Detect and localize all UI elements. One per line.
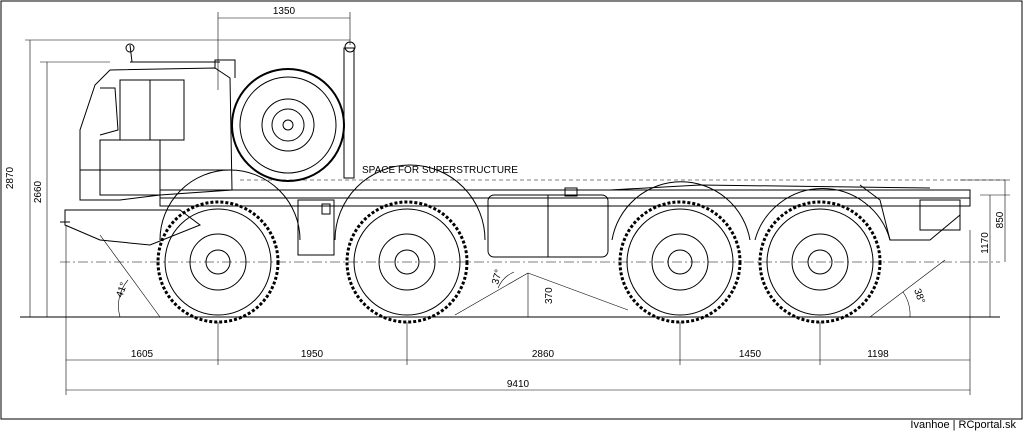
credit-text: Ivanhoe | RCportal.sk: [910, 419, 1016, 431]
dim-right-heights: 850 1170: [960, 179, 1010, 317]
battery-box: [297, 199, 335, 256]
dim-axle-spacing-2-label: 2860: [532, 349, 555, 360]
dim-top-width: 1350: [217, 6, 351, 90]
chassis-frame: [159, 184, 971, 241]
ground-clearance-label: 370: [544, 287, 555, 304]
truck-cab: [60, 43, 236, 246]
approach-angle-label: 41°: [114, 281, 130, 299]
dim-1170-label: 1170: [980, 232, 991, 254]
dim-cab-height-label: 2660: [33, 180, 44, 203]
mudguards: [159, 164, 891, 241]
drawing-frame: [0, 0, 1023, 420]
dim-850-label: 850: [995, 211, 1006, 228]
dim-axle-spacing-1-label: 1950: [301, 349, 324, 360]
breakover-angle-label: 37°: [490, 268, 505, 285]
dim-bottom-spacings: 1605 1950 2860 1450 1198: [65, 225, 971, 395]
departure-angle-label: 38°: [911, 287, 927, 305]
wheel-axle-3: [618, 200, 742, 324]
exhaust-pipe: [343, 41, 356, 179]
dim-top-width-label: 1350: [273, 6, 296, 17]
superstructure-label: SPACE FOR SUPERSTRUCTURE: [362, 165, 518, 176]
dim-front-overhang-label: 1605: [131, 349, 154, 360]
spare-wheel: [231, 68, 345, 182]
departure-angle: 38°: [869, 259, 946, 318]
wheel-axle-1: [156, 200, 280, 324]
fuel-tank: [487, 187, 609, 258]
dim-overall-height-label: 2870: [5, 166, 16, 189]
dim-left-heights: 2870 2660: [5, 39, 350, 317]
dim-rear-overhang-label: 1198: [867, 349, 889, 360]
breakover-angle: 37° 370: [454, 268, 629, 317]
approach-angle: 41°: [99, 234, 161, 318]
wheel-axle-2: [345, 200, 469, 324]
dim-overall-length-label: 9410: [507, 379, 530, 390]
wheel-axle-4: [758, 200, 882, 324]
dim-axle-spacing-3-label: 1450: [739, 349, 762, 360]
dim-overall-length: 9410: [66, 379, 970, 391]
